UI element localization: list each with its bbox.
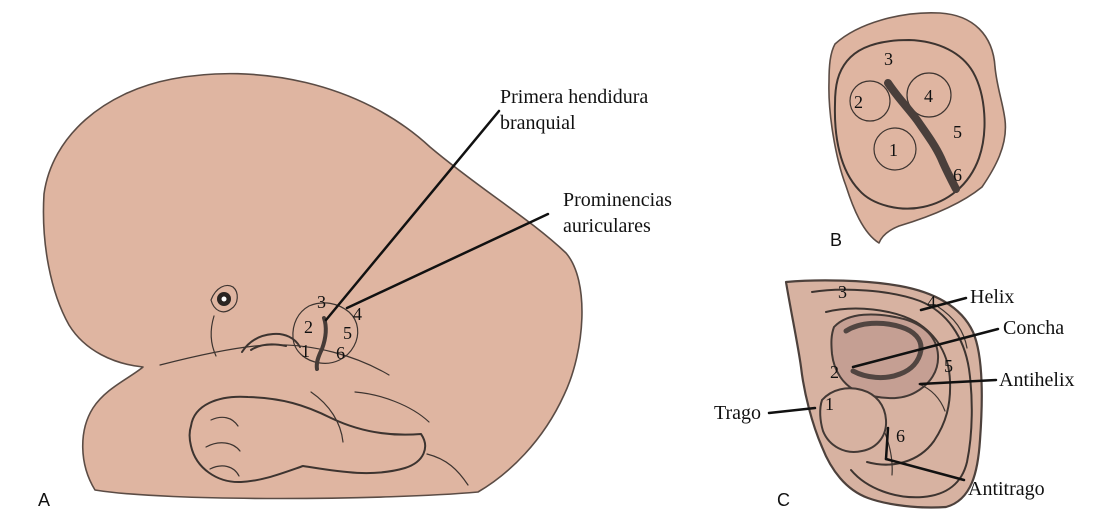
label-cleft: Primera hendidura (500, 86, 648, 108)
label-hillocks-line2: auriculares (563, 215, 651, 237)
label-hillocks: Prominencias (563, 189, 672, 211)
panel-c-letter: C (777, 490, 790, 510)
hillock-number-4: 4 (353, 304, 362, 324)
panel-c-number-6: 6 (896, 426, 905, 446)
panel-c-number-5: 5 (944, 356, 953, 376)
panel-b-number-4: 4 (924, 86, 933, 106)
panel-c-number-3: 3 (838, 282, 847, 302)
hillock-number-1: 1 (301, 341, 310, 361)
hillock-number-3: 3 (317, 292, 326, 312)
panel-b-number-5: 5 (953, 122, 962, 142)
label-helix: Helix (970, 286, 1014, 308)
panel-b-number-2: 2 (854, 92, 863, 112)
panel-a-letter: A (38, 490, 50, 510)
panel-b-number-3: 3 (884, 49, 893, 69)
panel-b-letter: B (830, 230, 842, 250)
panel-c-number-4: 4 (927, 292, 936, 312)
hillock-number-5: 5 (343, 323, 352, 343)
label-antihelix: Antihelix (999, 369, 1075, 391)
label-concha: Concha (1003, 317, 1064, 339)
panel-b-number-6: 6 (953, 165, 962, 185)
hillock-number-2: 2 (304, 317, 313, 337)
label-trago: Trago (714, 402, 761, 424)
panel-b-number-1: 1 (889, 140, 898, 160)
eye-highlight (222, 297, 227, 302)
hillock-number-6: 6 (336, 343, 345, 363)
panel-c-number-2: 2 (830, 362, 839, 382)
label-antitrago: Antitrago (968, 478, 1045, 500)
panel-c-number-1: 1 (825, 394, 834, 414)
label-cleft-line2: branquial (500, 112, 576, 134)
